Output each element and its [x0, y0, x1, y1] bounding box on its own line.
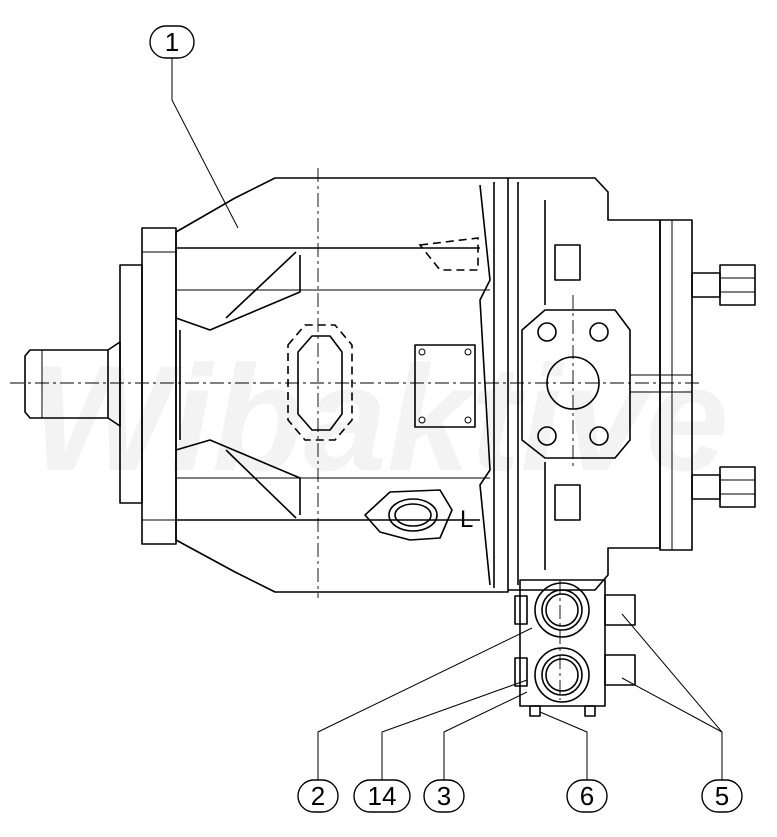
callout-14: 14 — [353, 779, 411, 813]
callout-1-label: 1 — [165, 27, 179, 57]
valve-block — [514, 579, 636, 717]
callout-2: 2 — [297, 779, 339, 813]
callout-6-label: 6 — [580, 781, 594, 811]
port-marking-l: L — [460, 506, 473, 533]
drain-port-l: L — [364, 489, 473, 541]
port-plate — [508, 177, 693, 591]
callout-5: 5 — [701, 779, 743, 813]
callout-14-label: 14 — [368, 781, 397, 811]
callout-3-label: 3 — [437, 781, 451, 811]
callout-5-label: 5 — [715, 781, 729, 811]
leader-lines — [171, 58, 723, 780]
callout-6: 6 — [566, 779, 608, 813]
watermark: Wibaktive — [30, 334, 729, 502]
hex-bolts — [691, 264, 756, 508]
callout-2-label: 2 — [311, 781, 325, 811]
center-lines — [10, 168, 700, 700]
callout-1: 1 — [149, 25, 195, 59]
callout-3: 3 — [423, 779, 465, 813]
